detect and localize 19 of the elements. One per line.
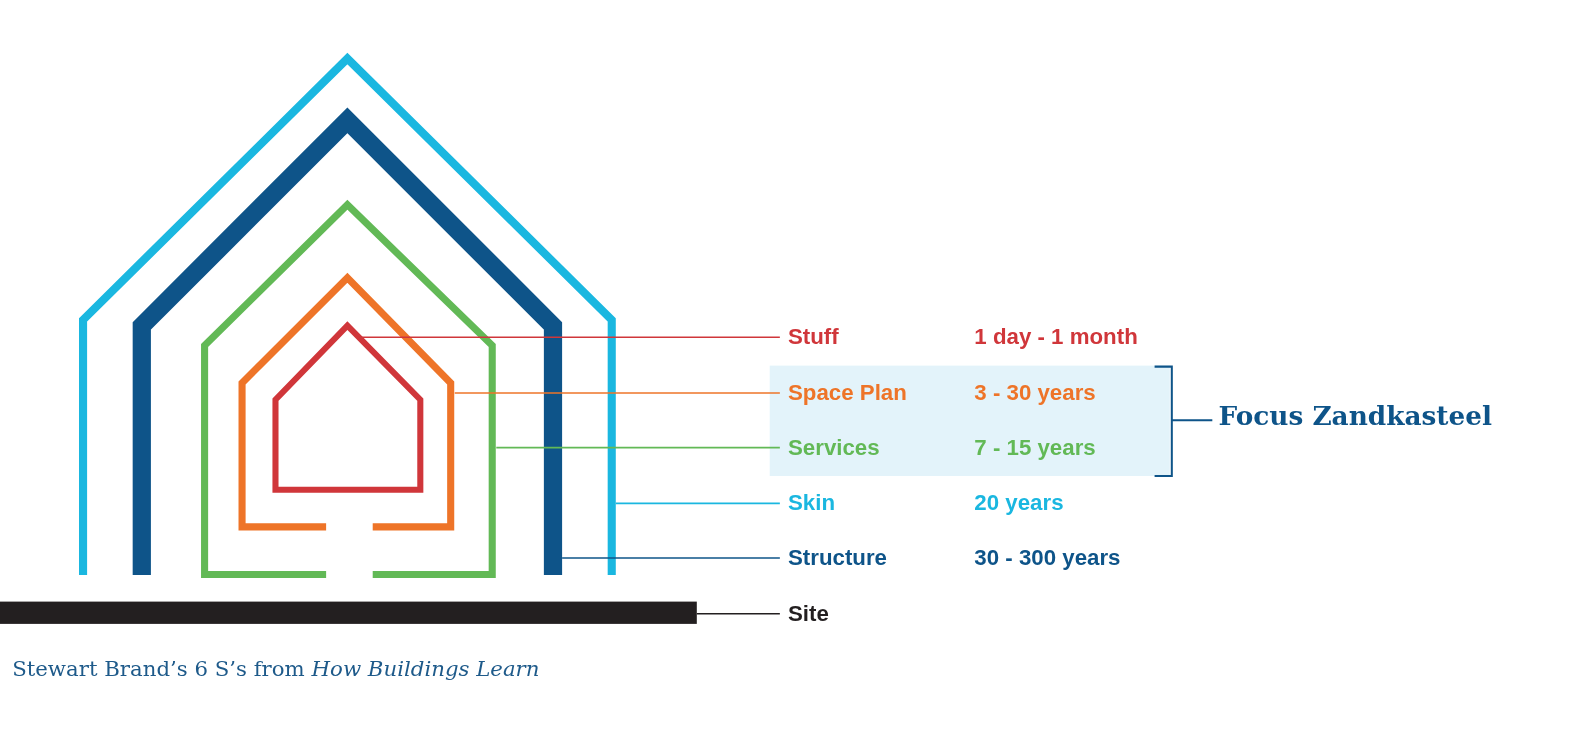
- group-label: Focus Zandkasteel: [1218, 401, 1493, 432]
- layer-name: Skin: [787, 490, 835, 517]
- duration-text: 20 years: [974, 490, 1064, 517]
- ground-bar: [0, 601, 697, 624]
- caption: Stewart Brand’s 6 S’s from How Buildings Learn: [12, 656, 540, 681]
- leader-line: [453, 392, 781, 394]
- duration-text: 30 - 300 years: [974, 544, 1121, 572]
- layer-name: Structure: [787, 544, 887, 572]
- layer-name: Space Plan: [787, 379, 907, 407]
- layer-name: Stuff: [787, 324, 839, 351]
- duration-text: 7 - 15 years: [974, 434, 1096, 461]
- duration-text: 1 day - 1 month: [974, 324, 1138, 351]
- layer-name: Site: [779, 598, 859, 629]
- leader-line: [495, 446, 781, 449]
- layer-name: Services: [787, 434, 880, 461]
- leader-line: [561, 557, 781, 559]
- duration-text: 3 - 30 years: [974, 379, 1096, 407]
- leader-line: [614, 502, 781, 505]
- leader-line: [696, 612, 781, 615]
